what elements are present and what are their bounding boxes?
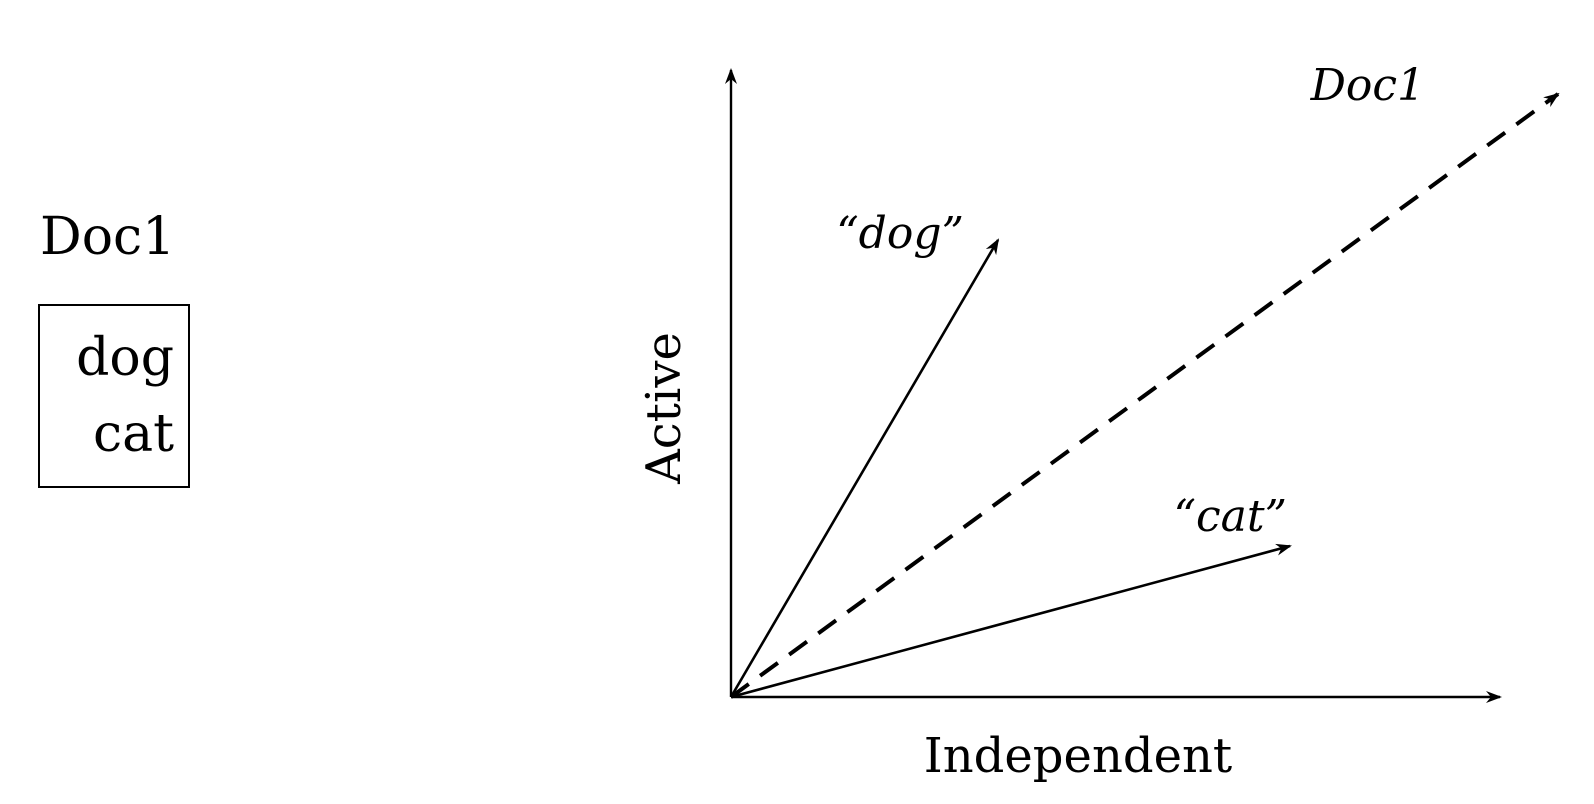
doc1-vector	[729, 92, 1560, 699]
document-term-cat: cat	[92, 404, 174, 464]
dog-vector-label: “dog”	[836, 208, 964, 259]
document-term-dog: dog	[76, 328, 174, 388]
document-box: dog cat	[38, 304, 190, 488]
cat-vector-label: “cat”	[1173, 491, 1287, 542]
document-title: Doc1	[40, 207, 176, 267]
dog-vector	[729, 238, 1000, 698]
cat-vector	[730, 543, 1292, 699]
x-axis-label: Independent	[924, 728, 1232, 784]
y-axis-label: Active	[636, 332, 692, 485]
doc1-vector-label: Doc1	[1310, 60, 1425, 111]
document-panel: Doc1 dog cat	[38, 205, 198, 505]
